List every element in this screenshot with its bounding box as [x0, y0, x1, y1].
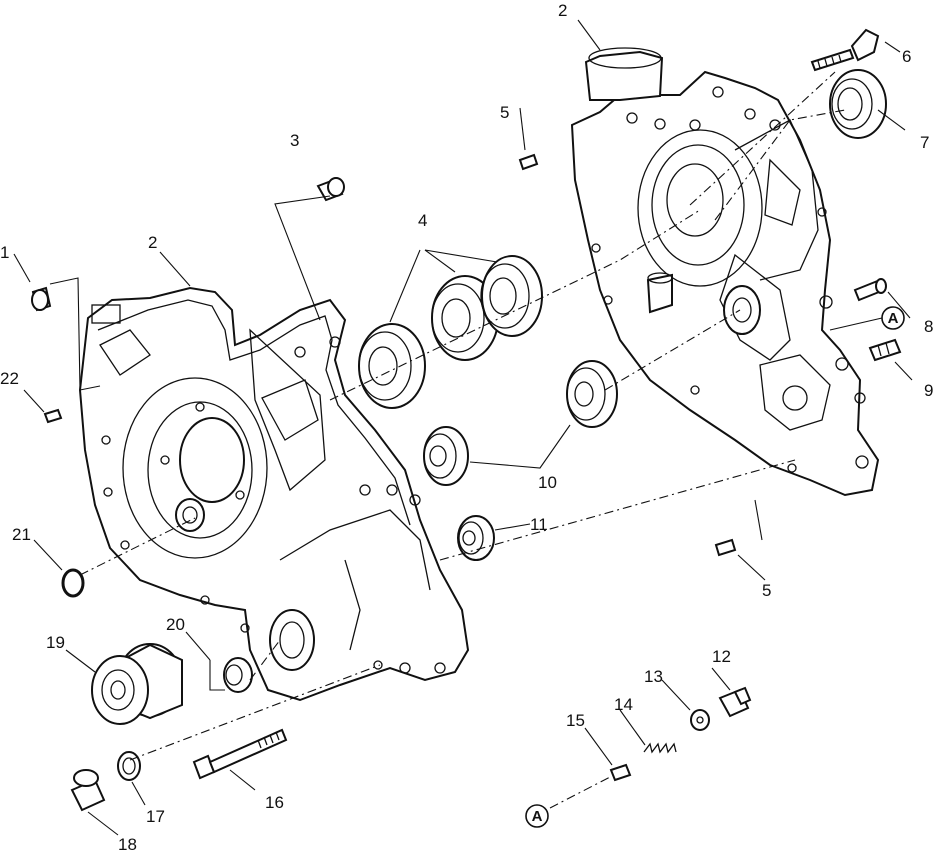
dowel-sleeve-1: [31, 286, 52, 312]
reference-marker-a-upper-label: A: [888, 310, 899, 327]
callout-19: 19: [46, 633, 65, 652]
reference-marker-a-upper: A: [881, 306, 905, 330]
callout-6: 6: [902, 47, 911, 66]
dowel-pin-5-upper: [518, 153, 539, 171]
callout-5-upper: 5: [500, 103, 509, 122]
callout-12: 12: [712, 647, 731, 666]
reference-marker-a-lower: A: [525, 804, 549, 828]
plug-bolt-12: [718, 686, 752, 718]
right-crankcase-half: [570, 47, 880, 497]
callout-2-right: 2: [558, 1, 567, 20]
reference-marker-a-lower-label: A: [532, 808, 543, 825]
assembly-centerlines: [79, 71, 846, 809]
callout-14: 14: [614, 695, 633, 714]
callout-1: 1: [0, 243, 9, 262]
callout-18: 18: [118, 835, 137, 851]
bearing-10-upper: [566, 360, 618, 428]
dowel-pin-5-lower: [714, 538, 737, 557]
washer-17: [117, 751, 141, 781]
bolt-6: [810, 28, 880, 72]
callout-11: 11: [530, 515, 548, 534]
plunger-15: [609, 763, 632, 782]
main-bearing-right: [480, 255, 543, 337]
callout-5-lower: 5: [762, 581, 771, 600]
callout-8: 8: [924, 317, 933, 336]
callout-15: 15: [566, 711, 585, 730]
o-ring-21: [61, 568, 85, 598]
callout-10: 10: [538, 473, 557, 492]
bearing-11: [457, 515, 495, 561]
pin-8: [853, 278, 887, 302]
oil-seal-20: [223, 657, 253, 693]
bearing-10-lower: [423, 426, 469, 486]
callout-13: 13: [644, 667, 663, 686]
washer-13: [690, 709, 710, 731]
callout-3: 3: [290, 131, 299, 150]
oil-seal-7: [829, 69, 887, 139]
callout-21: 21: [12, 525, 31, 544]
callout-7: 7: [920, 133, 929, 152]
dowel-pin-22: [43, 408, 63, 424]
left-crankcase-half: [78, 286, 470, 702]
callout-20: 20: [166, 615, 185, 634]
main-bearing-left: [358, 323, 426, 409]
callout-9: 9: [924, 381, 933, 400]
callout-4: 4: [418, 211, 427, 230]
callout-2-left: 2: [148, 233, 157, 252]
callout-17: 17: [146, 807, 165, 826]
bolt-16: [192, 728, 288, 780]
callout-22: 22: [0, 369, 19, 388]
fitting-9: [868, 338, 902, 362]
spring-14: [643, 742, 677, 754]
dowel-sleeve-3: [316, 177, 345, 202]
oil-filter-19: [91, 643, 183, 725]
leader-lines: [13, 19, 913, 836]
callout-16: 16: [265, 793, 284, 812]
drain-plug-18: [70, 769, 106, 812]
